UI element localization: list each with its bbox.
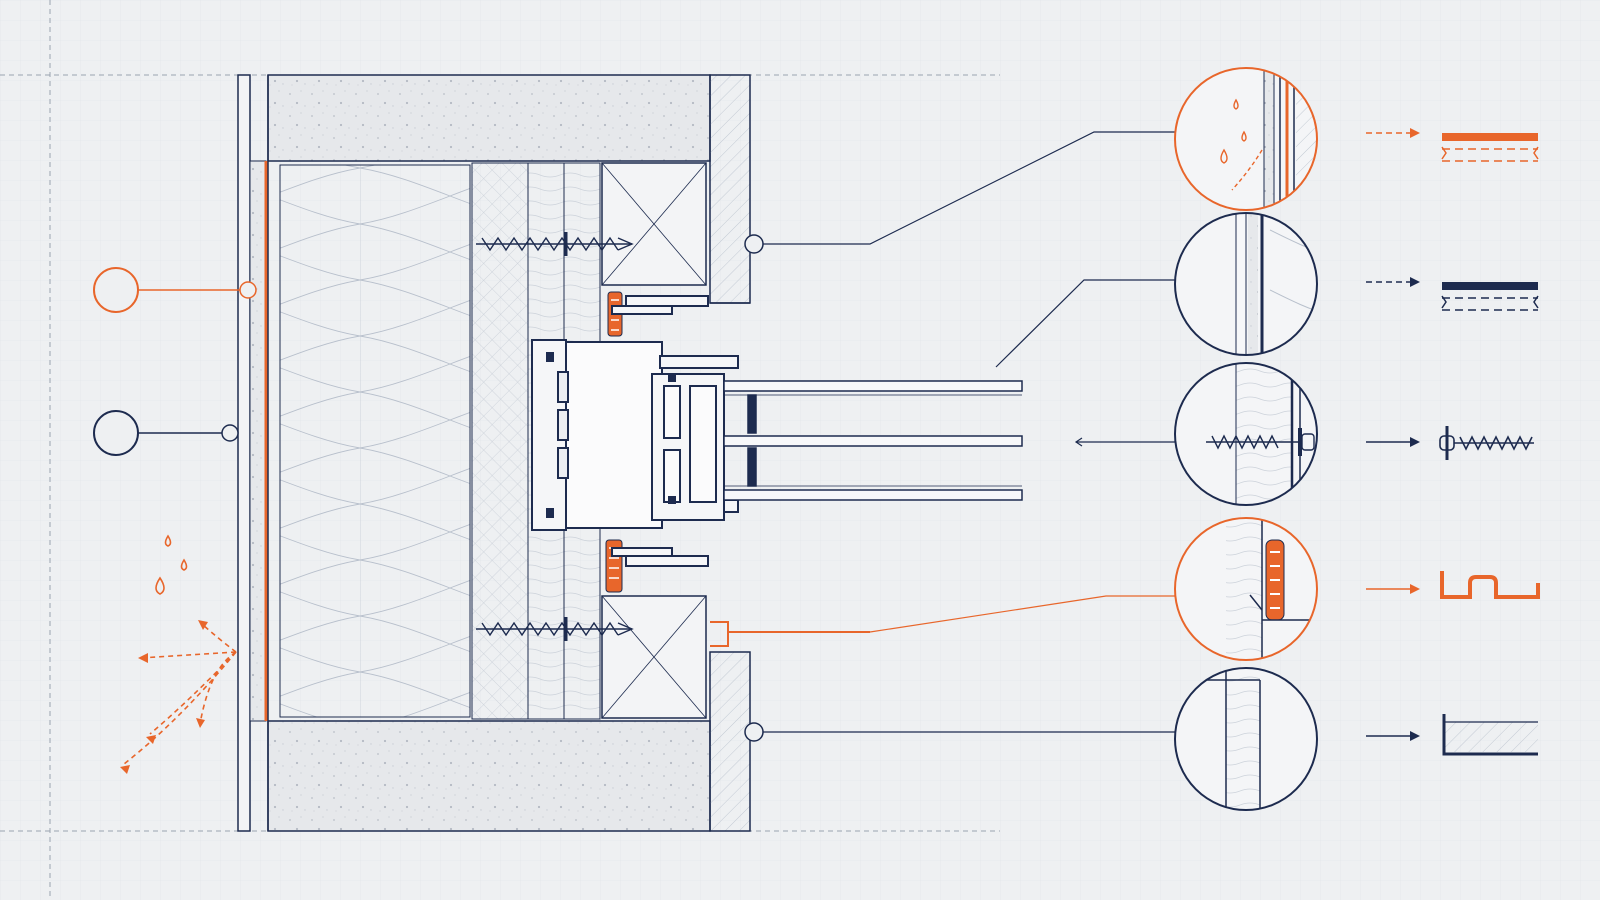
concrete-slab-top (267, 74, 711, 162)
membrane-strip-orange-icon (1441, 133, 1539, 162)
connection-node (239, 281, 257, 299)
membrane-strip-navy-icon (1441, 282, 1539, 311)
connection-node (744, 722, 764, 742)
render-layer (249, 160, 267, 722)
inner-lining-top (709, 74, 751, 304)
detail-circle-membrane-outer (1174, 67, 1318, 211)
callout-orange (93, 267, 240, 313)
sealing-tape-profile-icon (1440, 571, 1540, 599)
screw-icon (1439, 426, 1534, 460)
leader-lines (763, 131, 1176, 733)
wall-section (221, 74, 764, 832)
screw-top (476, 232, 634, 256)
drip-detail (710, 621, 870, 647)
triple-glazing (723, 380, 1023, 501)
moisture-arrowheads (120, 620, 208, 774)
detail-circle-sealing-tape (1174, 517, 1318, 661)
window-frame (531, 295, 739, 567)
detail-circle-screw (1174, 362, 1318, 506)
connection-node (221, 424, 239, 442)
rain-drops-icon (155, 534, 188, 595)
frame-gaskets (546, 352, 676, 518)
concrete-slab-bottom (267, 720, 711, 832)
connection-node (744, 234, 764, 254)
facade-cladding (237, 74, 251, 832)
timber-board-icon (1442, 714, 1538, 756)
detail-circle-timber-board (1174, 667, 1318, 811)
insulation (279, 164, 471, 718)
detail-circle-membrane-inner (1174, 212, 1318, 356)
callout-navy (93, 410, 222, 456)
inner-lining-bottom (709, 651, 751, 832)
screw-bottom (476, 617, 634, 641)
legend-arrows (1366, 128, 1420, 741)
